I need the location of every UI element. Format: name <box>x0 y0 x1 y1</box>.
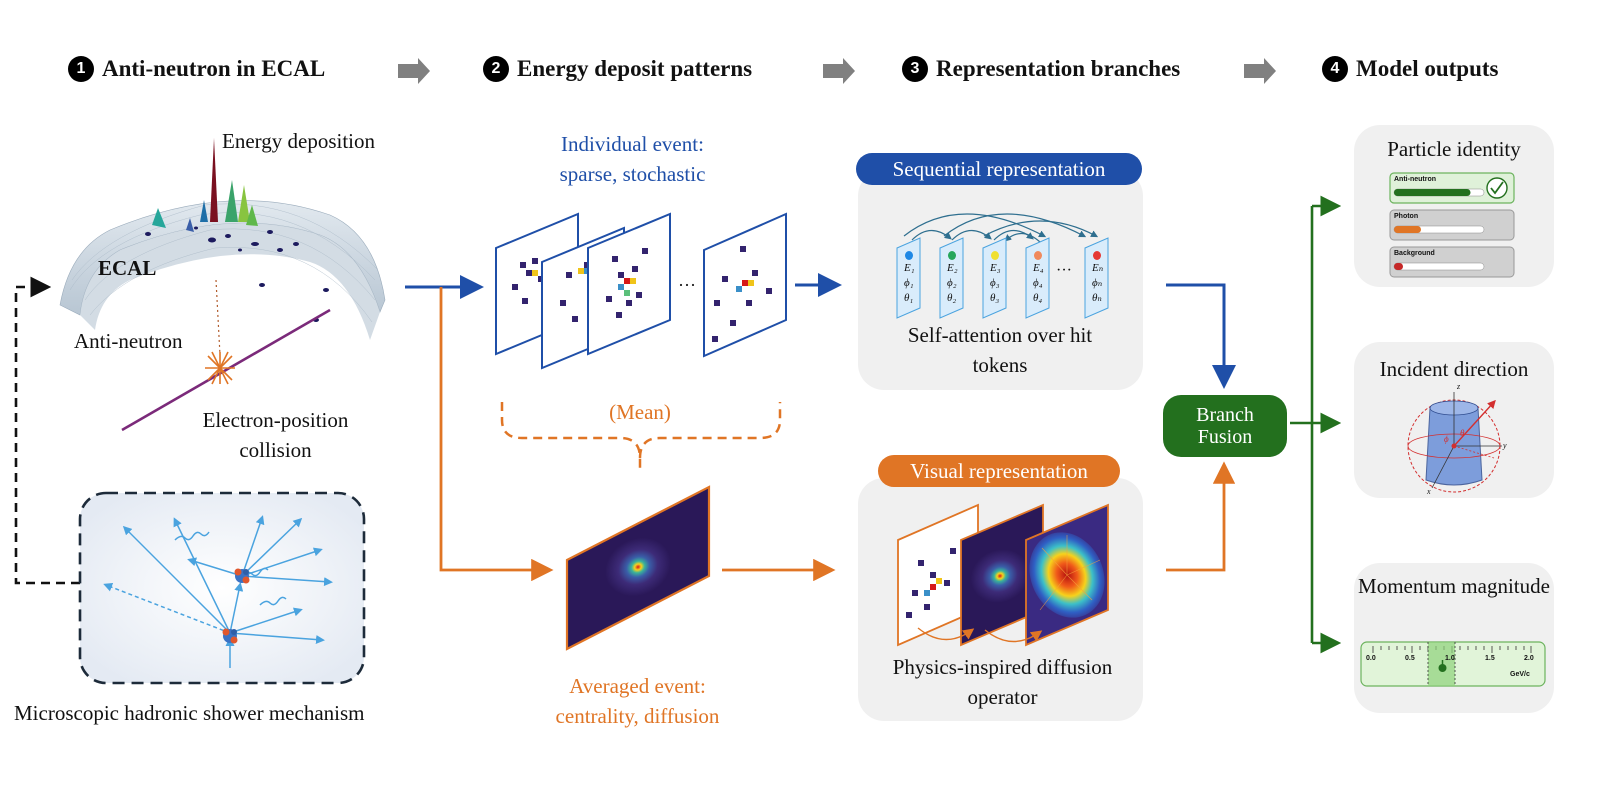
token-phi-label: ϕ₄ <box>1033 277 1043 289</box>
tokens-ellipsis: ··· <box>1056 262 1072 279</box>
fusion-label: Branch Fusion <box>1196 404 1254 448</box>
token-theta-label: θ₁ <box>904 292 914 304</box>
token-theta-label: θₙ <box>1092 292 1102 304</box>
event-frame-3 <box>587 212 671 356</box>
momentum-unit: GeV/c <box>1510 671 1530 678</box>
step-4-header: 4 Model outputs <box>1322 56 1499 82</box>
shower-caption: Microscopic hadronic shower mechanism <box>14 701 365 725</box>
axis-z-label: z <box>1457 382 1461 391</box>
momentum-panel <box>1354 563 1554 713</box>
token-phi-label: ϕ₁ <box>904 277 914 289</box>
pid-fill-anti-neutron <box>1394 189 1471 196</box>
token-dot <box>1093 251 1101 260</box>
branch-fusion-node: Branch Fusion <box>1163 395 1287 457</box>
pid-label-anti-neutron: Anti-neutron <box>1394 176 1436 183</box>
step-number: 1 <box>68 56 94 82</box>
visual-title: Visual representation <box>878 455 1120 487</box>
token-dot <box>1034 251 1042 260</box>
step-label: Representation branches <box>936 56 1181 81</box>
individual-event-label: Individual event: sparse, stochastic <box>559 132 706 186</box>
token-phi-label: ϕₙ <box>1092 277 1103 289</box>
direction-sphere <box>1407 392 1502 493</box>
momentum-ruler <box>1360 641 1546 687</box>
axis-x-label: x <box>1427 487 1431 496</box>
token-e-label: Eₙ <box>1092 262 1104 274</box>
header-arrows <box>398 58 1276 84</box>
step-3-header: 3 Representation branches <box>902 56 1180 82</box>
token-e-label: E₄ <box>1033 262 1044 274</box>
pid-label-photon: Photon <box>1394 213 1419 220</box>
token-dot <box>991 251 999 260</box>
token-dot <box>948 251 956 260</box>
collision-label: Electron-position collision <box>202 408 349 462</box>
step-number: 2 <box>483 56 509 82</box>
token-theta-label: θ₂ <box>947 292 957 304</box>
step-label: Model outputs <box>1356 56 1499 81</box>
step-label: Energy deposit patterns <box>517 56 753 81</box>
token-e-label: E₃ <box>990 262 1001 274</box>
pid-fill-background <box>1394 263 1403 270</box>
averaged-event-frame <box>565 485 711 651</box>
token-dot <box>905 251 913 260</box>
anti-neutron-label: Anti-neutron <box>74 329 183 353</box>
energy-deposition-label: Energy deposition <box>222 129 376 153</box>
pid-cards <box>1389 172 1515 278</box>
angle-theta-label: θ <box>1460 428 1465 438</box>
mean-label: (Mean) <box>609 400 671 424</box>
incident-direction-title: Incident direction <box>1379 357 1529 381</box>
ecal-label: ECAL <box>98 256 157 280</box>
sequential-caption: Self-attention over hit tokens <box>907 323 1093 377</box>
momentum-tick-1: 0.5 <box>1405 655 1415 662</box>
angle-phi-label: ϕ <box>1444 434 1449 444</box>
pid-fill-photon <box>1394 226 1421 233</box>
step-label: Anti-neutron in ECAL <box>102 56 326 81</box>
step-1-header: 1 Anti-neutron in ECAL <box>68 56 325 82</box>
sequential-title: Sequential representation <box>856 153 1142 185</box>
frames-ellipsis: ··· <box>678 275 696 295</box>
shower-box <box>78 491 366 685</box>
token-theta-label: θ₃ <box>990 292 1000 304</box>
event-frame-n <box>703 212 787 358</box>
token-attention-arcs <box>903 213 1099 243</box>
averaged-event-label: Averaged event: centrality, diffusion <box>555 674 720 728</box>
momentum-tick-2: 1.0 <box>1445 655 1455 662</box>
momentum-tick-0: 0.0 <box>1366 655 1376 662</box>
step-number: 3 <box>902 56 928 82</box>
axis-y-label: y <box>1503 441 1507 450</box>
token-theta-label: θ₄ <box>1033 292 1043 304</box>
visual-caption: Physics-inspired diffusion operator <box>892 655 1113 709</box>
momentum-marker <box>1438 664 1447 672</box>
hit-token-cards <box>896 237 1109 319</box>
particle-identity-title: Particle identity <box>1387 137 1521 161</box>
pid-label-background: Background <box>1394 250 1435 257</box>
token-phi-label: ϕ₂ <box>947 277 957 289</box>
ecal-surface <box>59 138 386 432</box>
token-e-label: E₁ <box>904 262 915 274</box>
token-phi-label: ϕ₃ <box>990 277 1000 289</box>
momentum-title: Momentum magnitude <box>1358 574 1550 598</box>
token-e-label: E₂ <box>947 262 958 274</box>
step-2-header: 2 Energy deposit patterns <box>483 56 752 82</box>
momentum-tick-3: 1.5 <box>1485 655 1495 662</box>
visual-stack <box>897 503 1109 647</box>
step-number: 4 <box>1322 56 1348 82</box>
momentum-tick-4: 2.0 <box>1524 655 1534 662</box>
